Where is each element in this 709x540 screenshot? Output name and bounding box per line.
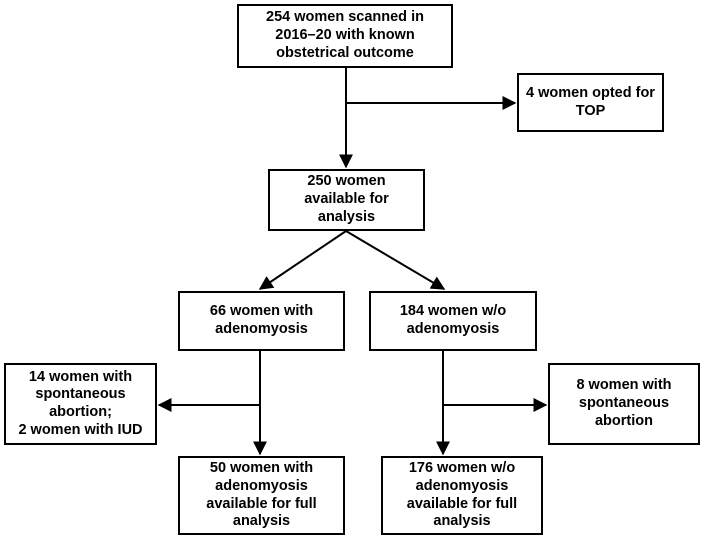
no-adenomyosis-abortion-box: 8 women with spontaneous abortion	[548, 363, 700, 445]
adenomyosis-group-box: 66 women with adenomyosis	[178, 291, 345, 351]
top-excluded-box: 4 women opted for TOP	[517, 73, 664, 132]
no-adenomyosis-group-box: 184 women w/o adenomyosis	[369, 291, 537, 351]
adenomyosis-abortion-box: 14 women with spontaneous abortion; 2 wo…	[4, 363, 157, 445]
available-for-analysis-box: 250 women available for analysis	[268, 169, 425, 231]
arrow-available-to-no-adenomyosis	[345, 230, 446, 290]
no-adenomyosis-full-analysis-box: 176 women w/o adenomyosis available for …	[381, 456, 543, 535]
arrow-available-to-adenomyosis	[258, 230, 347, 290]
adenomyosis-full-analysis-box: 50 women with adenomyosis available for …	[178, 456, 345, 535]
scanned-women-box: 254 women scanned in 2016–20 with known …	[237, 4, 453, 68]
